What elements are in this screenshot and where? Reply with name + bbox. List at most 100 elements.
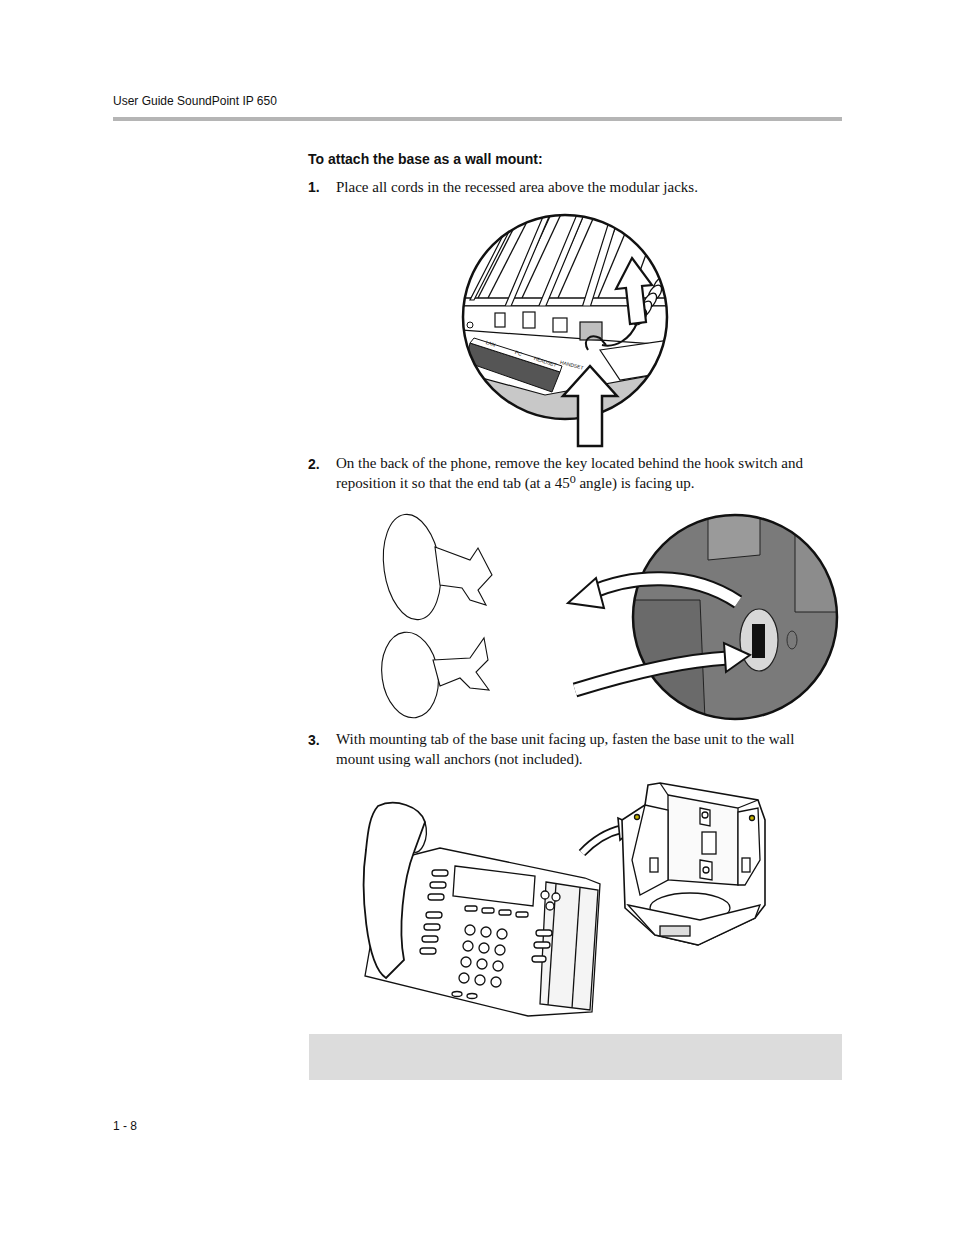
phone-wall-mount-illustration-part [635,815,640,820]
cord-illustration-part-part [470,338,562,372]
header-rule [113,117,842,121]
phone-wall-mount-illustration-part [420,870,552,962]
key-illustration-part [724,643,750,672]
key-illustration-part [590,579,738,602]
phone-wall-mount-illustration-part [668,795,738,885]
page-number: 1 - 8 [113,1118,137,1134]
phone-wall-mount-illustration-part [582,829,622,853]
cord-illustration-part-part-part [533,212,585,320]
phone-wall-mount-illustration-part [703,867,709,873]
jack-label: HANDSET [559,359,584,372]
phone-wall-mount-illustration-part-part [499,910,511,915]
phone-wall-mount-illustration-part-part [534,942,550,948]
phone-wall-mount-illustration-part-part [420,948,436,954]
key-illustration-part-part [740,609,778,671]
phone-wall-mount-illustration-part-part [452,992,462,997]
phone-wall-mount-illustration-part-part [546,902,554,910]
cord-illustration-part-part [602,323,637,346]
phone-wall-mount-illustration-part [700,808,710,826]
phone-wall-mount-illustration-part-part [428,894,444,900]
key-illustration-part-part [787,631,797,649]
phone-wall-mount-illustration-part-part [495,945,505,955]
phone-wall-mount-illustration-part [750,816,755,821]
phone-wall-mount-illustration-part-part [463,941,473,951]
key-illustration-part-part [630,512,840,722]
phone-wall-mount-illustration-part [738,808,760,885]
phone-wall-mount-illustration-part-part [467,994,477,999]
phone-wall-mount-illustration-part-part [475,975,485,985]
cord-illustration-part-part [523,312,535,328]
phone-wall-mount-illustration-part-part [430,882,446,888]
jack-label: LAN [485,339,496,349]
step-number: 2. [308,455,320,474]
phone-wall-mount-illustration-part [572,888,580,1008]
phone-wall-mount-illustration-part-part [461,957,471,967]
cord-illustration [460,212,670,446]
step-number: 3. [308,731,320,750]
phone-wall-mount-illustration-part-part [493,961,503,971]
cord-illustration-part-part [467,322,473,328]
phone-wall-mount-illustration-part [738,800,758,808]
cord-illustration-part-part-part [470,212,519,300]
phone-wall-mount-illustration-part [622,783,765,945]
phone-wall-mount-illustration-part-part [481,927,491,937]
cord-illustration-part [616,258,652,324]
phone-wall-mount-illustration-part-part [479,943,489,953]
key-illustration-part [568,578,604,608]
step-text: On the back of the phone, remove the key… [336,453,842,493]
phone-wall-mount-illustration-part [702,832,716,854]
phone-wall-mount-illustration-part-part [532,956,546,962]
phone-wall-mount-illustration-part [650,858,658,872]
step-number: 1. [308,178,320,197]
phone-wall-mount-illustration [364,783,765,1016]
key-illustration-part-part [376,629,443,722]
phone-wall-mount-illustration-part [632,805,668,895]
key-illustration-part [590,579,738,602]
phone-wall-mount-illustration-part-part [491,977,501,987]
phone-wall-mount-illustration-part-part [422,936,438,942]
key-illustration-part-part [752,624,765,658]
phone-wall-mount-illustration-part [582,829,622,853]
cord-illustration-part [460,212,670,422]
key-illustration-part [376,511,492,722]
step-text: Place all cords in the recessed area abo… [336,177,842,197]
phone-wall-mount-illustration-part-part [424,924,440,930]
step-text: With mounting tab of the base unit facin… [336,729,836,769]
cord-illustration-part-part [495,313,505,327]
cord-illustration-part-part [586,336,606,350]
cord-illustration-part [463,215,667,419]
phone-wall-mount-illustration-part [660,926,690,936]
phone-wall-mount-illustration-part [742,858,750,872]
key-illustration-part [630,512,840,722]
key-illustration-part-part [435,547,492,605]
phone-wall-mount-illustration-part-part [482,908,494,913]
phone-wall-mount-illustration-part-part [477,959,487,969]
jack-label: HEADSET [533,355,558,369]
phone-wall-mount-illustration-part [414,822,426,852]
phone-wall-mount-illustration-part-part [465,925,475,935]
phone-wall-mount-illustration-part [453,866,535,906]
phone-wall-mount-illustration-part [702,812,708,818]
cord-illustration-part [563,366,617,446]
key-illustration-part-part [708,512,760,560]
key-illustration-part-part [433,638,489,690]
phone-wall-mount-illustration-part [452,891,560,999]
phone-wall-mount-illustration-part [660,783,668,795]
key-illustration-part [575,658,728,690]
phone-wall-mount-illustration-part-part [541,891,549,899]
key-illustration-part [633,515,837,719]
phone-wall-mount-illustration-part [700,860,712,880]
phone-wall-mount-illustration-part-part [536,930,552,936]
key-illustration-part [575,658,728,690]
key-illustration-part-part [377,511,447,624]
phone-wall-mount-illustration-part [628,905,760,945]
cord-illustration-part-part [553,318,567,332]
phone-wall-mount-illustration-part-part [432,870,448,876]
cord-illustration-part-part [460,212,670,422]
key-illustration [376,511,840,722]
phone-wall-mount-illustration-part [364,803,425,978]
jack-label: PC [514,349,523,358]
key-illustration-part-part [795,512,840,612]
note-band [309,1034,842,1080]
